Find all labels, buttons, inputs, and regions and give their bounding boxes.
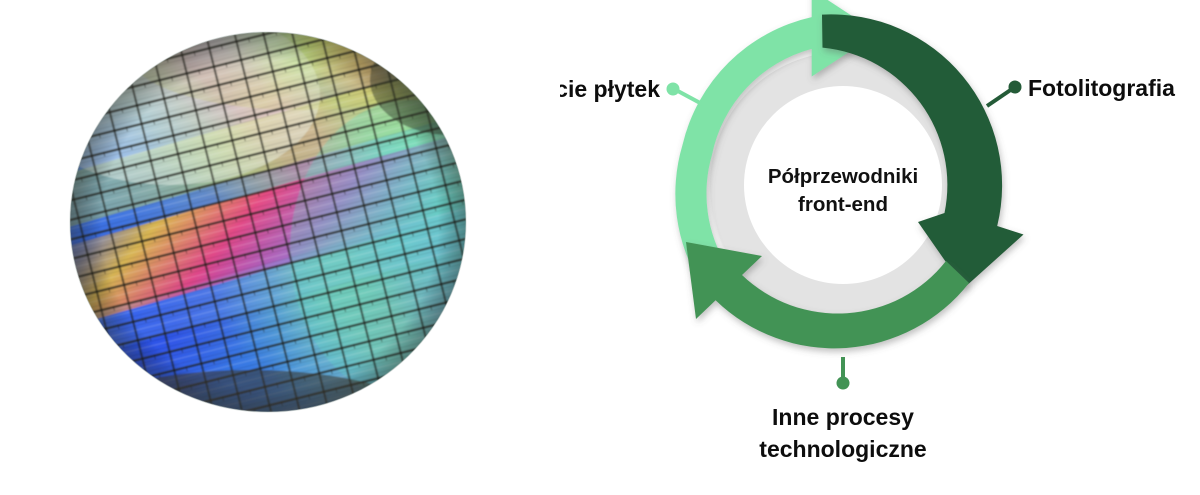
label-inne-procesy-line1[interactable]: Inne procesy <box>772 404 914 430</box>
wafer-image-panel <box>0 0 560 495</box>
segment-fotolitografia[interactable] <box>822 14 1024 288</box>
center-label-line1: Półprzewodniki <box>768 165 918 188</box>
wafer-surface <box>70 32 466 412</box>
label-mycie-plytek[interactable]: Mycie płytek <box>560 76 660 102</box>
center-label-line2: front-end <box>798 193 888 216</box>
connector-inne-procesy <box>836 357 850 390</box>
connector-mycie-plytek <box>666 82 703 106</box>
segment-inne-procesy[interactable] <box>686 242 969 349</box>
process-cycle-diagram: Półprzewodniki front-end Mycie płytek Fo… <box>560 0 1175 462</box>
inner-white-disc <box>744 86 942 284</box>
connector-fotolitografia <box>985 80 1022 108</box>
label-inne-procesy-line2[interactable]: technologiczne <box>759 436 926 462</box>
wafer-edge <box>69 31 467 413</box>
segment-mycie-plytek[interactable] <box>675 0 878 285</box>
cycle-diagram-panel: Półprzewodniki front-end Mycie płytek Fo… <box>560 0 1200 495</box>
label-fotolitografia[interactable]: Fotolitografia <box>1028 75 1175 101</box>
silicon-wafer-photo <box>69 31 467 413</box>
